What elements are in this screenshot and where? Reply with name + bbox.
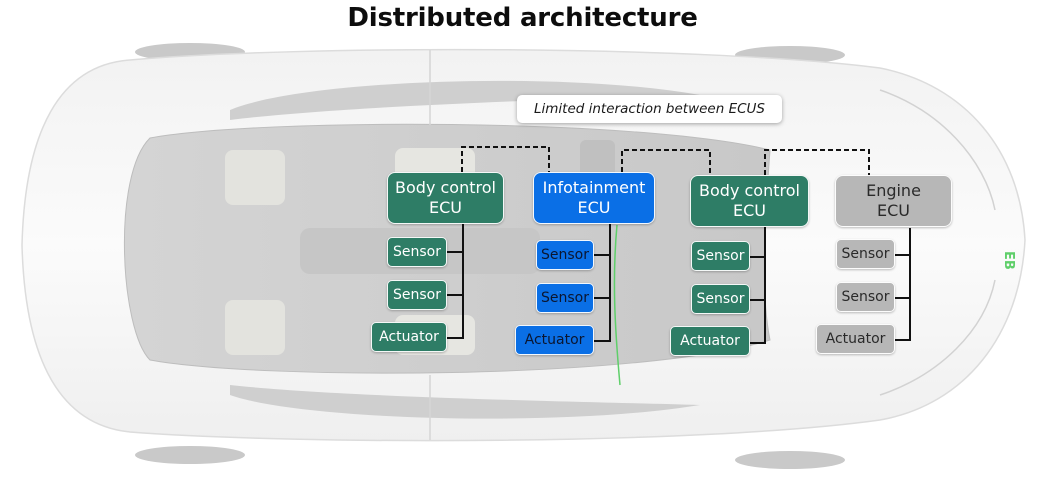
ecu-infotainment: Infotainment ECU <box>533 172 655 224</box>
hood-line-bottom <box>879 279 996 396</box>
actuator-box: Actuator <box>670 326 750 356</box>
interaction-line-2 <box>621 149 711 175</box>
connector-branch-1b <box>446 294 464 296</box>
connector-spine-4 <box>909 228 911 340</box>
ecu-body-control-2: Body control ECU <box>690 175 809 227</box>
seat-rear-left <box>225 150 285 205</box>
connector-branch-2b <box>593 297 611 299</box>
side-window-top <box>230 80 700 120</box>
sensor-box: Sensor <box>691 284 750 314</box>
sensor-box: Sensor <box>836 282 895 312</box>
ecu-label-line2: ECU <box>733 201 766 220</box>
dashboard-green-strip <box>613 224 621 386</box>
sensor-box: Sensor <box>691 241 750 271</box>
connector-branch-1a <box>446 251 464 253</box>
actuator-box: Actuator <box>515 325 594 355</box>
ecu-label-line2: ECU <box>577 198 611 217</box>
tire-rear-bottom <box>135 446 245 464</box>
ecu-engine: Engine ECU <box>835 175 952 227</box>
connector-branch-3a <box>749 256 766 258</box>
connector-spine-3 <box>764 226 766 342</box>
interaction-line-3 <box>764 149 870 175</box>
callout-limited-interaction: Limited interaction between ECUS <box>517 95 782 123</box>
connector-branch-1c <box>446 337 464 339</box>
steering-area <box>580 140 615 180</box>
actuator-box: Actuator <box>816 324 895 354</box>
ecu-label-line1: Body control <box>395 178 496 197</box>
diagram-title: Distributed architecture <box>347 3 698 33</box>
connector-branch-3b <box>749 299 766 301</box>
sensor-box: Sensor <box>836 239 895 269</box>
sensor-box: Sensor <box>536 283 594 313</box>
ecu-label-line1: Engine <box>866 181 921 200</box>
ecu-label-line2: ECU <box>877 201 910 220</box>
sensor-box: Sensor <box>536 240 594 270</box>
connector-branch-4b <box>894 297 911 299</box>
sensor-box: Sensor <box>387 280 447 310</box>
actuator-box: Actuator <box>371 322 447 352</box>
interaction-line-1 <box>461 146 550 172</box>
connector-branch-4a <box>894 254 911 256</box>
side-window-bottom <box>230 385 700 419</box>
connector-branch-2a <box>593 254 611 256</box>
connector-spine-1 <box>462 222 464 338</box>
connector-spine-2 <box>609 222 611 342</box>
ecu-body-control-1: Body control ECU <box>387 172 504 224</box>
seat-rear-right <box>225 300 285 355</box>
sensor-box: Sensor <box>387 237 447 267</box>
connector-branch-4c <box>894 339 911 341</box>
tire-front-bottom <box>735 451 845 469</box>
ecu-label-line1: Body control <box>699 181 800 200</box>
ecu-label-line2: ECU <box>429 198 462 217</box>
hood-line-top <box>879 89 996 211</box>
connector-branch-3c <box>749 342 766 344</box>
ecu-label-line1: Infotainment <box>542 178 646 197</box>
connector-branch-2c <box>593 340 611 342</box>
car-badge: EB <box>1001 251 1016 270</box>
